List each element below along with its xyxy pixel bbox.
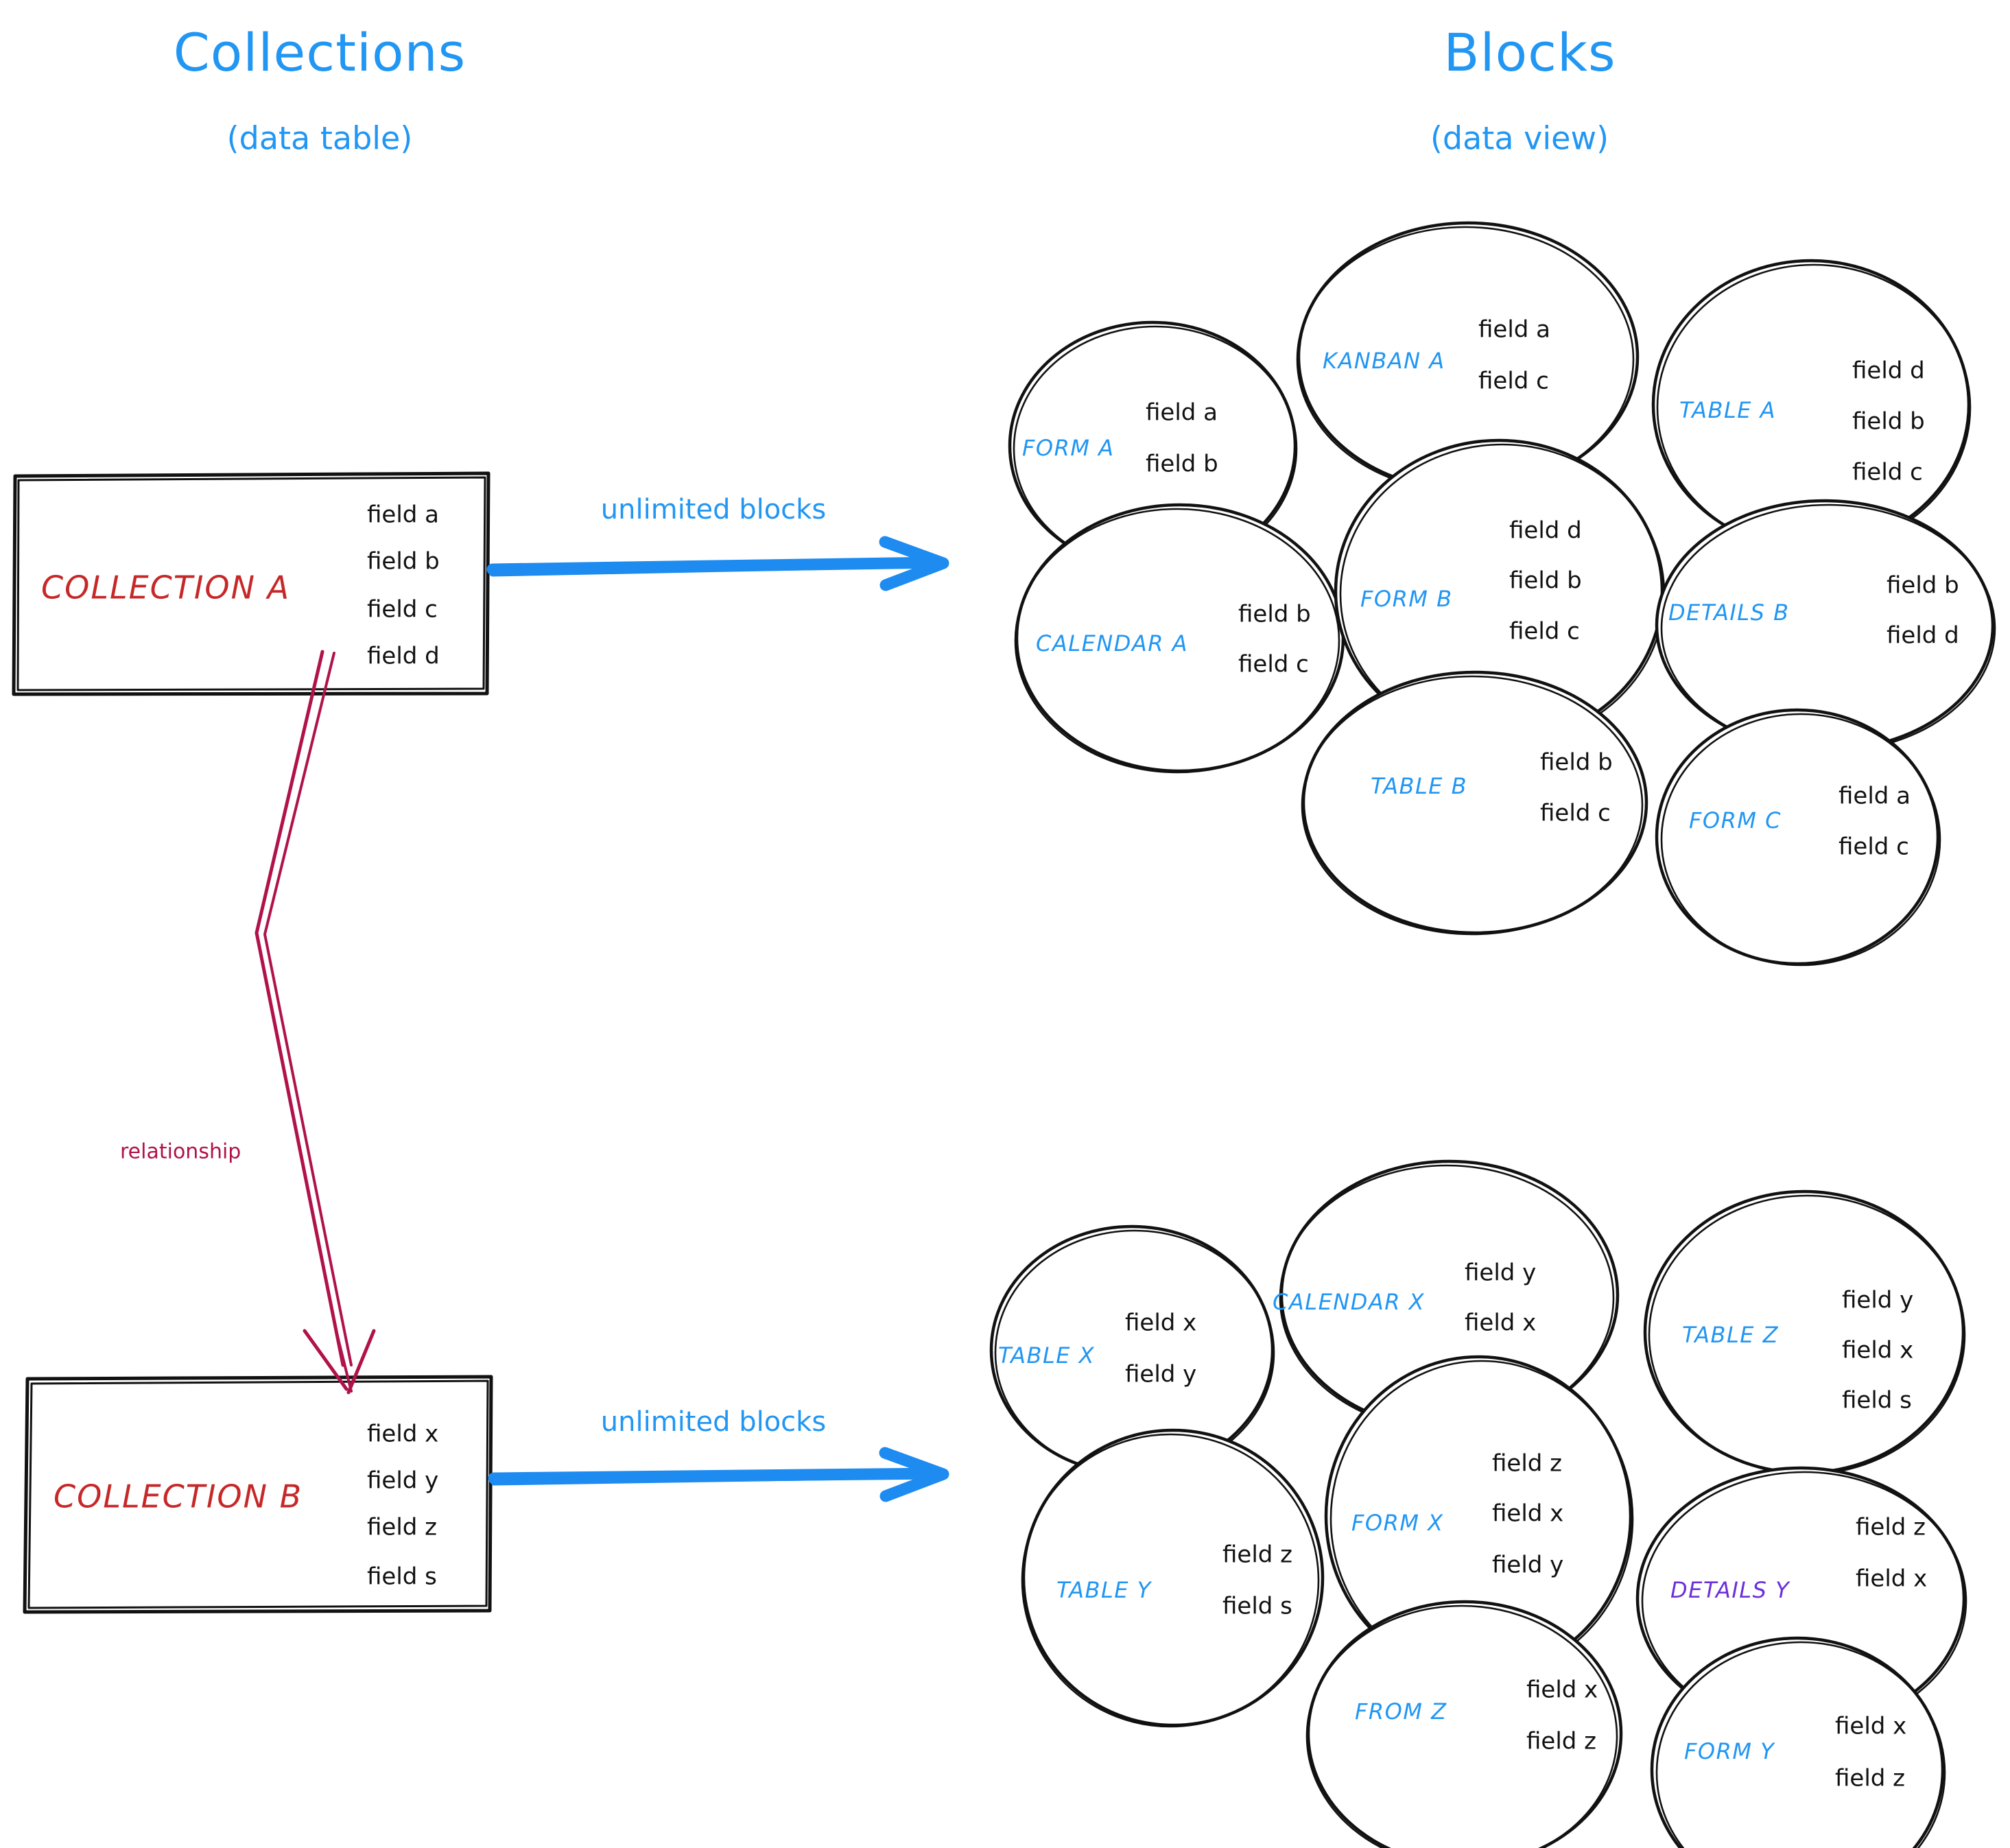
block-kanban-a-field-0: field a xyxy=(1478,316,1550,344)
collection-b-box[interactable]: COLLECTION B field x field y field z fie… xyxy=(23,1375,493,1614)
collection-b-field-3: field s xyxy=(367,1563,437,1591)
block-details-b-label: DETAILS B xyxy=(1668,600,1790,626)
block-table-b-field-1: field c xyxy=(1540,800,1611,827)
unlimited-blocks-arrow-top: unlimited blocks xyxy=(486,494,949,591)
block-form-a-label: FORM A xyxy=(1022,435,1115,461)
relationship-connector[interactable]: relationship xyxy=(120,650,376,1395)
block-form-a-field-1: field b xyxy=(1146,451,1218,478)
collection-b-field-2: field z xyxy=(367,1514,437,1541)
block-table-a-field-2: field c xyxy=(1852,459,1923,486)
block-table-a-field-0: field d xyxy=(1852,357,1925,385)
block-details-b-field-0: field b xyxy=(1887,572,1959,600)
unlimited-blocks-arrow-bottom: unlimited blocks xyxy=(488,1406,949,1502)
block-details-y-field-1: field x xyxy=(1856,1565,1927,1593)
block-from-z[interactable]: FROM Z field x field z xyxy=(1305,1600,1623,1848)
block-form-b-field-2: field c xyxy=(1509,618,1580,645)
block-form-b-field-0: field d xyxy=(1509,517,1582,545)
block-form-c-field-1: field c xyxy=(1838,833,1909,861)
block-table-a[interactable]: TABLE A field d field b field c xyxy=(1651,259,1972,552)
block-table-z-field-2: field s xyxy=(1842,1387,1912,1414)
block-from-z-field-0: field x xyxy=(1526,1677,1598,1704)
block-form-x[interactable]: FORM X field z field x field y xyxy=(1324,1355,1634,1678)
collection-b-field-0: field x xyxy=(367,1421,438,1448)
block-form-b-field-1: field b xyxy=(1509,567,1582,595)
block-table-y-field-1: field s xyxy=(1222,1593,1292,1620)
collection-a-field-2: field c xyxy=(367,596,438,624)
block-table-z-field-0: field y xyxy=(1842,1287,1913,1314)
unlimited-blocks-label-bottom: unlimited blocks xyxy=(601,1406,826,1438)
block-form-y-label: FORM Y xyxy=(1684,1738,1775,1764)
collections-subtitle: (data table) xyxy=(227,120,413,157)
collection-b-field-1: field y xyxy=(367,1467,438,1495)
block-kanban-a-label: KANBAN A xyxy=(1323,348,1445,374)
block-calendar-a-field-0: field b xyxy=(1238,601,1311,628)
block-details-y-label: DETAILS Y xyxy=(1670,1577,1790,1603)
block-form-y[interactable]: FORM Y field x field z xyxy=(1650,1636,1946,1848)
block-form-x-field-0: field z xyxy=(1492,1450,1562,1478)
block-form-a-field-0: field a xyxy=(1146,399,1218,427)
block-table-z[interactable]: TABLE Z field y field x field s xyxy=(1643,1189,1966,1476)
block-table-b[interactable]: TABLE B field b field c xyxy=(1301,670,1648,936)
collection-b-name: COLLECTION B xyxy=(54,1478,303,1515)
block-from-z-label: FROM Z xyxy=(1355,1698,1447,1725)
relationship-label: relationship xyxy=(120,1140,241,1164)
block-table-b-field-0: field b xyxy=(1540,749,1613,777)
block-calendar-a-field-1: field c xyxy=(1238,651,1309,678)
block-table-x-label: TABLE X xyxy=(998,1342,1095,1369)
collection-a-box[interactable]: COLLECTION A field a field b field c fie… xyxy=(12,471,490,696)
block-details-y-field-0: field z xyxy=(1856,1514,1926,1541)
block-table-b-label: TABLE B xyxy=(1371,773,1467,799)
block-form-c-field-0: field a xyxy=(1838,783,1911,810)
header-blocks: Blocks (data view) xyxy=(1430,22,1616,157)
block-table-y-field-0: field z xyxy=(1222,1541,1292,1569)
block-table-a-label: TABLE A xyxy=(1679,397,1776,423)
collection-a-field-1: field b xyxy=(367,548,440,576)
block-calendar-a[interactable]: CALENDAR A field b field c xyxy=(1014,503,1345,774)
block-details-b-field-1: field d xyxy=(1887,622,1959,650)
block-form-c[interactable]: FORM C field a field c xyxy=(1655,708,1941,967)
block-form-x-field-2: field y xyxy=(1492,1552,1563,1579)
block-table-x-field-0: field x xyxy=(1125,1310,1196,1337)
collection-a-field-0: field a xyxy=(367,501,439,529)
block-table-x-field-1: field y xyxy=(1125,1361,1196,1388)
block-calendar-a-label: CALENDAR A xyxy=(1036,630,1188,656)
block-form-y-field-1: field z xyxy=(1835,1765,1905,1792)
block-table-x[interactable]: TABLE X field x field y xyxy=(989,1224,1275,1476)
header-collections: Collections (data table) xyxy=(174,22,466,157)
block-table-y[interactable]: TABLE Y field z field s xyxy=(1021,1428,1325,1728)
block-table-z-label: TABLE Z xyxy=(1682,1322,1779,1348)
block-form-y-field-0: field x xyxy=(1835,1713,1906,1740)
block-table-y-label: TABLE Y xyxy=(1056,1577,1152,1603)
block-calendar-x-field-1: field x xyxy=(1465,1310,1536,1337)
blocks-title: Blocks xyxy=(1443,22,1616,83)
block-table-a-field-1: field b xyxy=(1852,408,1925,436)
block-kanban-a-field-1: field c xyxy=(1478,368,1549,395)
block-form-b-label: FORM B xyxy=(1360,586,1453,612)
block-form-c-label: FORM C xyxy=(1689,807,1782,833)
block-from-z-field-1: field z xyxy=(1526,1728,1596,1755)
block-calendar-x-label: CALENDAR X xyxy=(1273,1289,1425,1315)
collection-a-name: COLLECTION A xyxy=(41,569,290,606)
block-form-x-label: FORM X xyxy=(1351,1510,1444,1536)
block-calendar-x-field-0: field y xyxy=(1465,1259,1536,1287)
block-table-z-field-1: field x xyxy=(1842,1337,1913,1364)
blocks-subtitle: (data view) xyxy=(1430,120,1609,157)
block-form-x-field-1: field x xyxy=(1492,1500,1563,1528)
block-form-a[interactable]: FORM A field a field b xyxy=(1008,320,1298,572)
block-details-b[interactable]: DETAILS B field b field d xyxy=(1655,499,1996,753)
collection-a-field-3: field d xyxy=(367,643,440,670)
collections-title: Collections xyxy=(174,22,466,83)
unlimited-blocks-label-top: unlimited blocks xyxy=(601,494,826,525)
